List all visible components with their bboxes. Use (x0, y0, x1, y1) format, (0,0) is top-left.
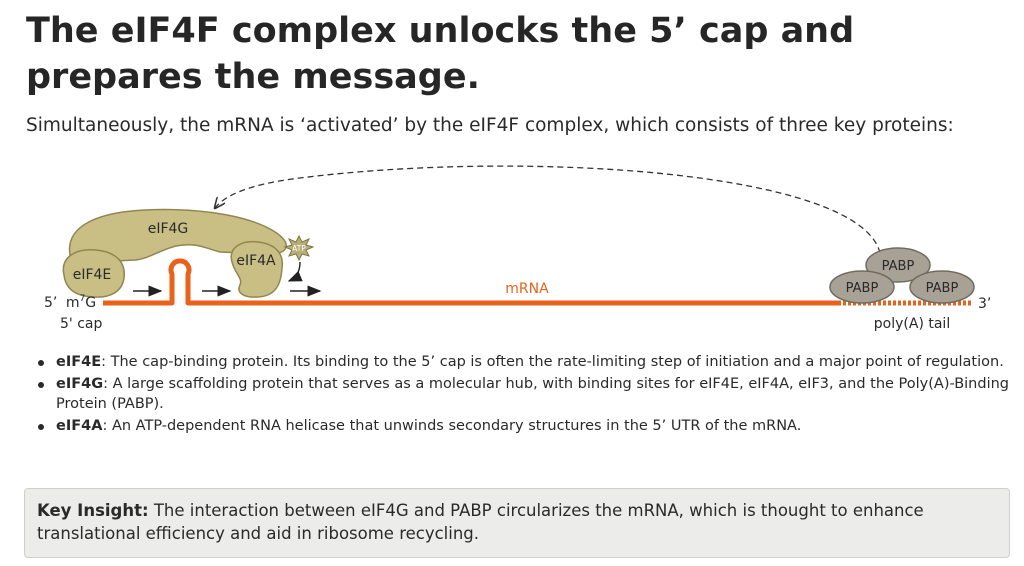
key-insight-text: The interaction between eIF4G and PABP c… (37, 501, 924, 543)
five-prime-label: 5’ m7G (44, 294, 96, 311)
eif4f-diagram: eIF4G eIF4E eIF4A ATP mRNA 5’ m7G 5' cap… (44, 165, 991, 332)
pabp-label-right: PABP (926, 281, 959, 296)
circularization-arrow (215, 165, 881, 254)
m7g-g: G (85, 295, 96, 311)
eif4a-label: eIF4A (236, 253, 276, 269)
five-cap-label: 5' cap (60, 316, 102, 332)
bullet-text: : A large scaffolding protein that serve… (56, 376, 1009, 412)
pabp-protein-right (909, 270, 975, 304)
five-prime: 5’ (44, 295, 57, 311)
key-insight-box: Key Insight: The interaction between eIF… (24, 488, 1010, 558)
list-item: eIF4G: A large scaffolding protein that … (34, 374, 1009, 414)
pabp-label-top: PABP (882, 259, 915, 274)
pabp-label-left: PABP (846, 281, 879, 296)
bullet-text: : An ATP-dependent RNA helicase that unw… (102, 418, 802, 434)
atp-arrow (287, 261, 303, 282)
polya-label: poly(A) tail (874, 316, 950, 332)
mrna-label: mRNA (505, 281, 549, 297)
bullet-text: : The cap-binding protein. Its binding t… (101, 354, 1004, 370)
bullet-dot (38, 360, 44, 366)
eif4g-label: eIF4G (148, 221, 189, 237)
page-title: The eIF4F complex unlocks the 5’ cap and… (26, 11, 855, 97)
bullet-term: eIF4A (56, 418, 103, 434)
m7g-m: m (66, 295, 80, 311)
list-item: eIF4E: The cap-binding protein. Its bind… (34, 352, 1009, 372)
subtitle: Simultaneously, the mRNA is ‘activated’ … (26, 115, 954, 136)
protein-list: eIF4E: The cap-binding protein. Its bind… (34, 352, 1009, 438)
three-prime-label: 3’ (978, 296, 991, 312)
pabp-protein-left (829, 270, 895, 304)
eif4a-protein (230, 240, 284, 298)
list-item: eIF4A: An ATP-dependent RNA helicase tha… (34, 416, 1009, 436)
bullet-term: eIF4E (56, 354, 102, 370)
m7g-sup: 7 (79, 294, 85, 304)
atp-label: ATP (292, 244, 306, 253)
eif4g-protein (68, 208, 287, 263)
pabp-protein-top (865, 247, 931, 283)
bullet-dot (38, 424, 44, 430)
bullet-dot (38, 382, 44, 388)
bullet-term: eIF4G (56, 376, 104, 392)
key-insight-label: Key Insight: (37, 501, 149, 520)
eif4e-label: eIF4E (73, 267, 112, 283)
atp-starburst (283, 234, 315, 262)
eif4e-protein (62, 249, 125, 298)
mrna-hairpin (168, 258, 192, 306)
